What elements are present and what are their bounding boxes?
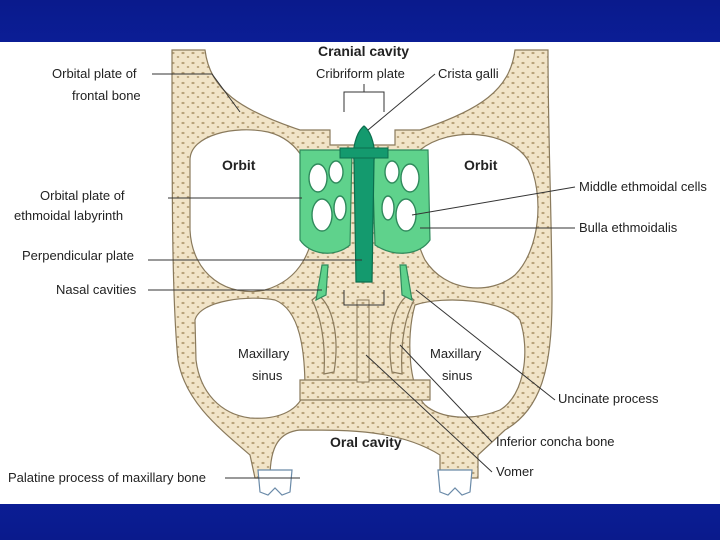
label-middle-ethmoidal-cells: Middle ethmoidal cells <box>579 179 707 194</box>
label-maxillary-sinus-left-2: sinus <box>252 368 283 383</box>
label-uncinate-process: Uncinate process <box>558 391 659 406</box>
label-crista-galli: Crista galli <box>438 66 499 81</box>
label-cranial-cavity: Cranial cavity <box>318 43 409 59</box>
label-inferior-concha: Inferior concha bone <box>496 434 615 449</box>
label-maxillary-sinus-right-2: sinus <box>442 368 473 383</box>
label-bulla-ethmoidalis: Bulla ethmoidalis <box>579 220 678 235</box>
label-palatine-process: Palatine process of maxillary bone <box>8 470 206 485</box>
label-vomer: Vomer <box>496 464 534 479</box>
label-orbital-plate-ethmoid-2: ethmoidal labyrinth <box>14 208 123 223</box>
ethmoid-bone <box>299 125 431 302</box>
label-maxillary-sinus-left: Maxillary <box>238 346 290 361</box>
label-cribriform-plate: Cribriform plate <box>316 66 405 81</box>
label-orbit-right: Orbit <box>464 157 498 173</box>
label-oral-cavity: Oral cavity <box>330 434 402 450</box>
leader-lines <box>148 73 576 479</box>
label-nasal-cavities: Nasal cavities <box>56 282 137 297</box>
label-orbital-plate-frontal-2: frontal bone <box>72 88 141 103</box>
label-perpendicular-plate: Perpendicular plate <box>22 248 134 263</box>
label-maxillary-sinus-right: Maxillary <box>430 346 482 361</box>
label-orbital-plate-frontal: Orbital plate of <box>52 66 137 81</box>
label-orbital-plate-ethmoid: Orbital plate of <box>40 188 125 203</box>
label-orbit-left: Orbit <box>222 157 256 173</box>
